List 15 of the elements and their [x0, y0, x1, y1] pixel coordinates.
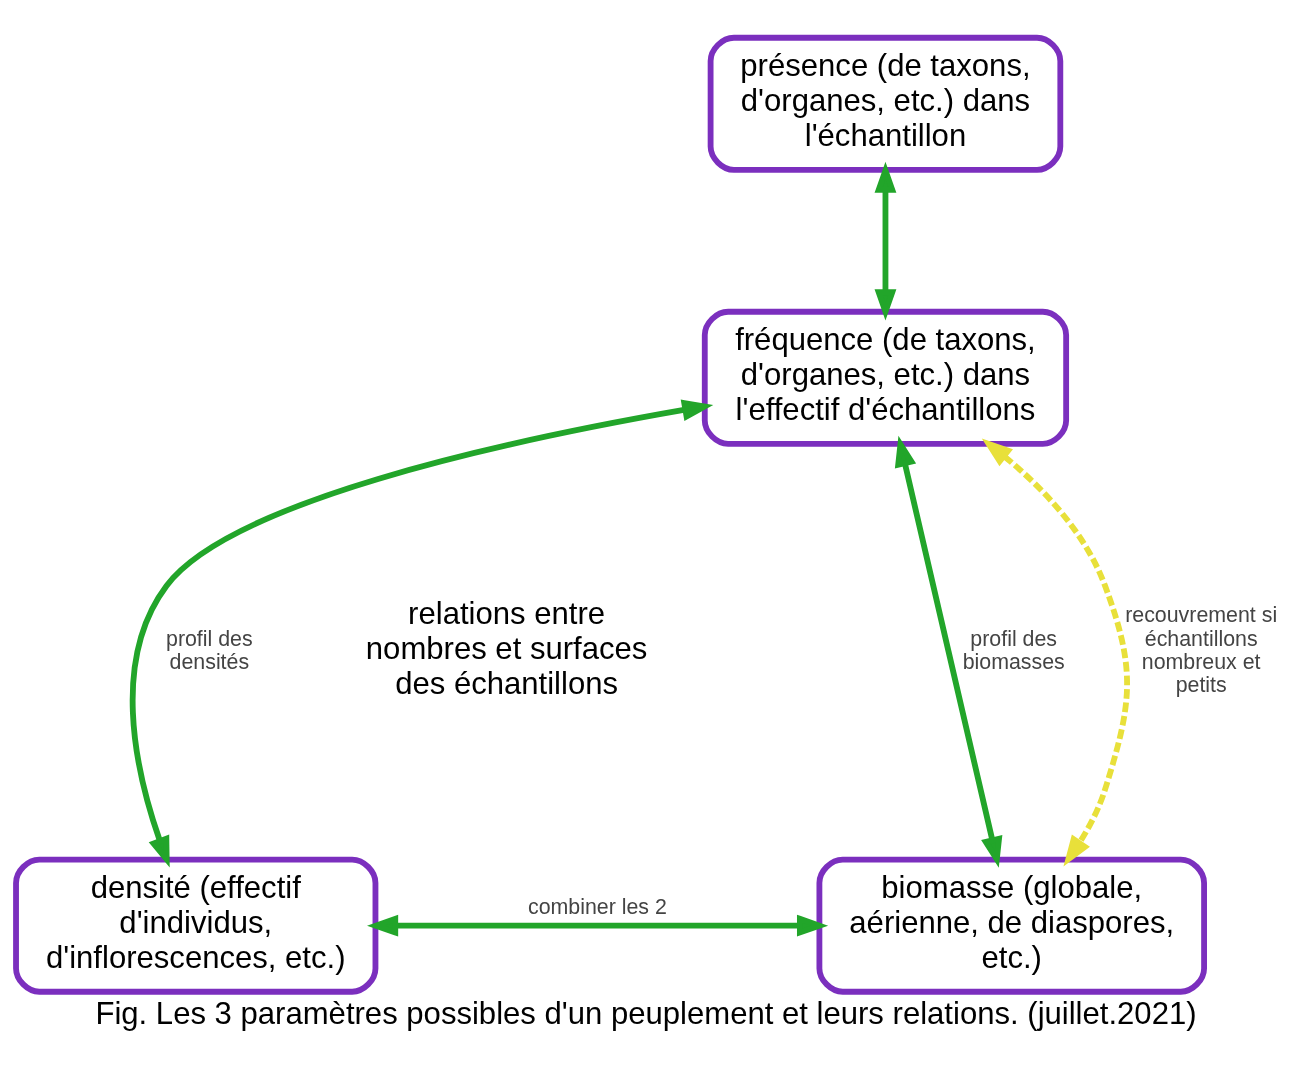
arrow: [981, 437, 1130, 866]
label: relations entre nombres et surfaces des échantillons: [365, 595, 648, 701]
arrow: [129, 398, 714, 868]
edge-label: profil des densités: [166, 626, 253, 674]
edge-label: profil des biomasses: [962, 626, 1065, 674]
node-box: présence (de taxons, d'organes, etc.) dans l'échantillon: [707, 34, 1064, 173]
arrow: [894, 435, 1003, 868]
node-box: biomasse (globale, aérienne, de diaspores, etc.): [816, 856, 1207, 995]
edge-label: combiner les 2: [527, 894, 667, 919]
node-box: fréquence (de taxons, d'organes, etc.) dans l'effectif d'échantillons: [701, 308, 1070, 447]
node-box: densité (effectif d'individus, d'inflorescences, etc.): [13, 856, 379, 995]
edge-label: recouvrement si échantillons nombreux et petits: [1125, 602, 1278, 697]
arrow: [367, 914, 829, 937]
caption: Fig. Les 3 paramètres possibles d'un peuplement et leurs relations. (juillet.2021): [95, 995, 1197, 1031]
arrow: [874, 161, 897, 320]
